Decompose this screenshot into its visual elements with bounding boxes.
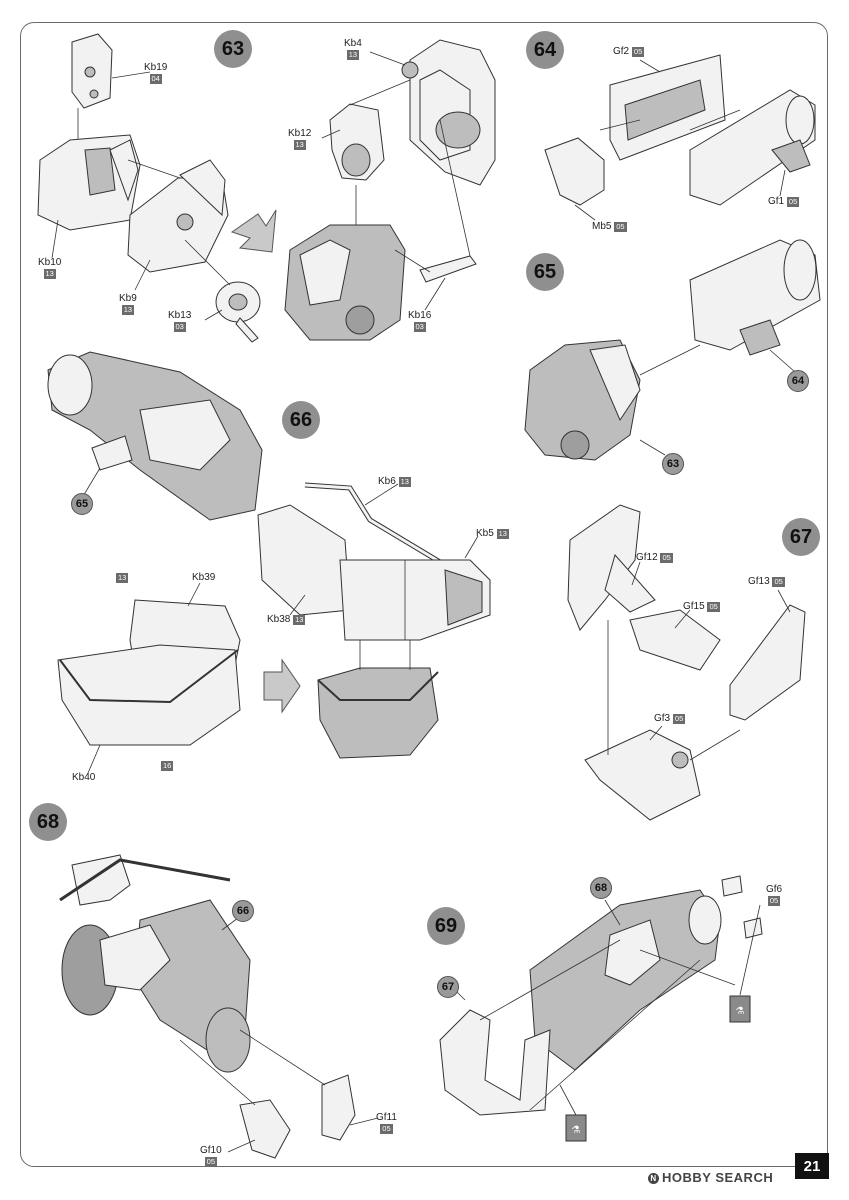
label-mb5: Mb5 05	[592, 221, 627, 232]
part-mb5	[544, 137, 605, 206]
label-kb38: Kb38 13	[267, 614, 306, 625]
label-kb40: Kb40	[72, 772, 96, 783]
glue-icon: ⚗	[565, 1114, 587, 1142]
watermark-logo-icon: N	[648, 1173, 659, 1184]
svg-text:⚗: ⚗	[736, 1006, 745, 1017]
part-kb16	[419, 255, 477, 283]
leader-lines	[51, 51, 791, 1153]
page-number: 21	[795, 1153, 829, 1179]
svg-text:⚗: ⚗	[572, 1125, 581, 1136]
ref-step-67: 67	[437, 976, 459, 998]
label-gf2: Gf2 05	[613, 46, 645, 57]
label-kb39: Kb39	[192, 572, 216, 583]
label-gf1: Gf1 05	[768, 196, 800, 207]
step-number-66: 66	[282, 401, 320, 439]
part-gf6	[721, 875, 743, 897]
label-kb40-code: 16	[161, 761, 174, 771]
assembly-arrow-icon	[263, 658, 301, 714]
step-66-art	[47, 351, 491, 759]
step-number-65: 65	[526, 253, 564, 291]
basket-mounted	[317, 667, 439, 759]
part-gf13	[729, 604, 806, 721]
step-number-64: 64	[526, 31, 564, 69]
ref-step-68: 68	[590, 877, 612, 899]
step-number-68: 68	[29, 803, 67, 841]
part-kb38	[257, 504, 351, 616]
ref-step-63: 63	[662, 453, 684, 475]
step-63-art	[37, 33, 496, 343]
step-number-69: 69	[427, 907, 465, 945]
part-gf12	[604, 553, 656, 613]
part-gf3	[584, 729, 701, 821]
label-gf15: Gf15 05	[683, 601, 720, 612]
assembly-arrow-icon	[230, 209, 277, 253]
step-67-art	[567, 504, 806, 821]
assembled-gearbox-63	[284, 224, 406, 341]
label-gf13: Gf13 05	[748, 576, 785, 587]
part-kb40	[57, 644, 241, 746]
part-gf15	[629, 609, 721, 671]
step-68-art	[59, 854, 356, 1159]
part-gf11	[321, 1074, 356, 1141]
label-kb39-code: 13	[116, 573, 129, 583]
glue-icon: ⚗	[729, 995, 751, 1023]
page-frame	[20, 22, 828, 1167]
part-gf10	[239, 1099, 291, 1159]
step-number-63: 63	[214, 30, 252, 68]
label-kb6: Kb6 13	[378, 476, 411, 487]
step-64-art	[544, 54, 816, 206]
frame-67-ref	[439, 1009, 551, 1116]
label-gf12: Gf12 05	[636, 552, 673, 563]
label-kb5: Kb5 13	[476, 528, 509, 539]
step-65-art	[524, 239, 821, 461]
frame-68	[71, 854, 131, 906]
step-69-art: ⚗ ⚗	[439, 875, 763, 1142]
ref-step-66: 66	[232, 900, 254, 922]
step-number-67: 67	[782, 518, 820, 556]
ref-step-64: 64	[787, 370, 809, 392]
part-gf1	[689, 89, 816, 206]
label-gf3: Gf3 05	[654, 713, 686, 724]
ref-step-65: 65	[71, 493, 93, 515]
